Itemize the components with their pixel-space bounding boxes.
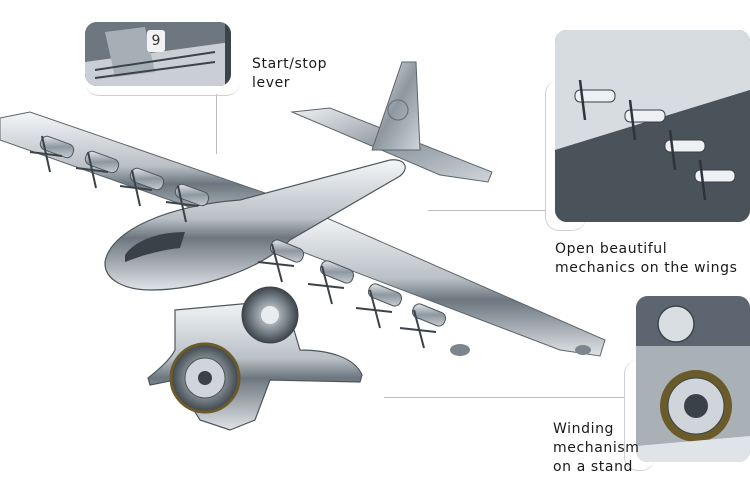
left-wing-engines <box>39 135 210 207</box>
label-wing-mechanics: Open beautiful mechanics on the wings <box>555 241 738 276</box>
right-wing-propellers <box>257 243 437 349</box>
right-wing <box>248 214 606 357</box>
fuselage <box>104 159 406 291</box>
inset-frame-winding <box>624 360 655 471</box>
right-wing-engines <box>269 239 447 327</box>
start-stop-lever-badge: 9 <box>147 30 165 52</box>
inset-winding-mechanism <box>636 296 750 462</box>
inset-frame-wings <box>545 80 586 231</box>
connector-line-start-stop <box>216 94 217 154</box>
connector-line-winding <box>384 397 624 398</box>
connector-line-wings <box>428 210 546 211</box>
label-start-stop-lever: Start/stop lever <box>252 56 328 91</box>
inset-wing-mechanics <box>555 30 750 222</box>
tail-fin <box>371 61 421 151</box>
label-winding-mechanism: Winding mechanism on a stand <box>553 421 640 475</box>
left-wing-propellers <box>29 135 199 223</box>
inset-frame-start-stop <box>85 23 240 96</box>
inset-start-stop-lever: 9 <box>85 22 231 86</box>
